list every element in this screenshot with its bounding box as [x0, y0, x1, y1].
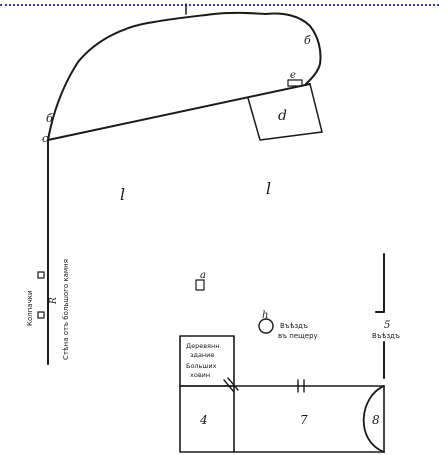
label-c: c: [42, 132, 48, 145]
top-dotted-rule: [0, 0, 439, 6]
diagonal-wall: [47, 83, 311, 141]
label-7: 7: [300, 413, 308, 427]
label-h: h: [262, 310, 268, 321]
label-top-right-b: б: [304, 34, 311, 47]
label-left-vertical-1: Колпачки: [26, 290, 34, 326]
label-l-left: l: [120, 185, 125, 204]
right-wall: [375, 253, 385, 313]
ticks-left: [223, 377, 239, 393]
ticks-mid: [297, 379, 305, 393]
marker-e: [287, 79, 303, 87]
marker-a: [195, 279, 205, 291]
label-5: 5: [384, 320, 390, 331]
label-entrance-side: Въѣздъ: [372, 332, 400, 340]
label-e: e: [290, 70, 296, 81]
label-4: 4: [199, 413, 208, 427]
label-building-2: здание: [190, 351, 214, 359]
label-b: б: [46, 112, 53, 125]
lower-left-room: [179, 385, 235, 453]
label-building-3: Больших: [186, 362, 217, 370]
label-entrance-main-2: въ пещеру: [278, 332, 318, 340]
left-square-1: [37, 271, 45, 279]
label-entrance-main: Въѣздъ: [280, 322, 308, 330]
cave-outline: [47, 11, 322, 141]
label-left-r: R: [49, 297, 59, 305]
label-l-right: l: [266, 179, 271, 198]
label-8: 8: [372, 413, 380, 427]
block-d: [247, 83, 323, 141]
label-building-4: ховин: [190, 371, 210, 379]
left-square-2: [37, 311, 45, 319]
label-d: d: [278, 108, 287, 124]
semicircle-8: [362, 385, 385, 453]
label-building-1: Деревянн.: [186, 342, 222, 350]
label-a: a: [200, 270, 206, 281]
label-left-vertical-2: Стѣна отъ большого камня: [62, 259, 70, 360]
circle-h: [258, 318, 274, 334]
